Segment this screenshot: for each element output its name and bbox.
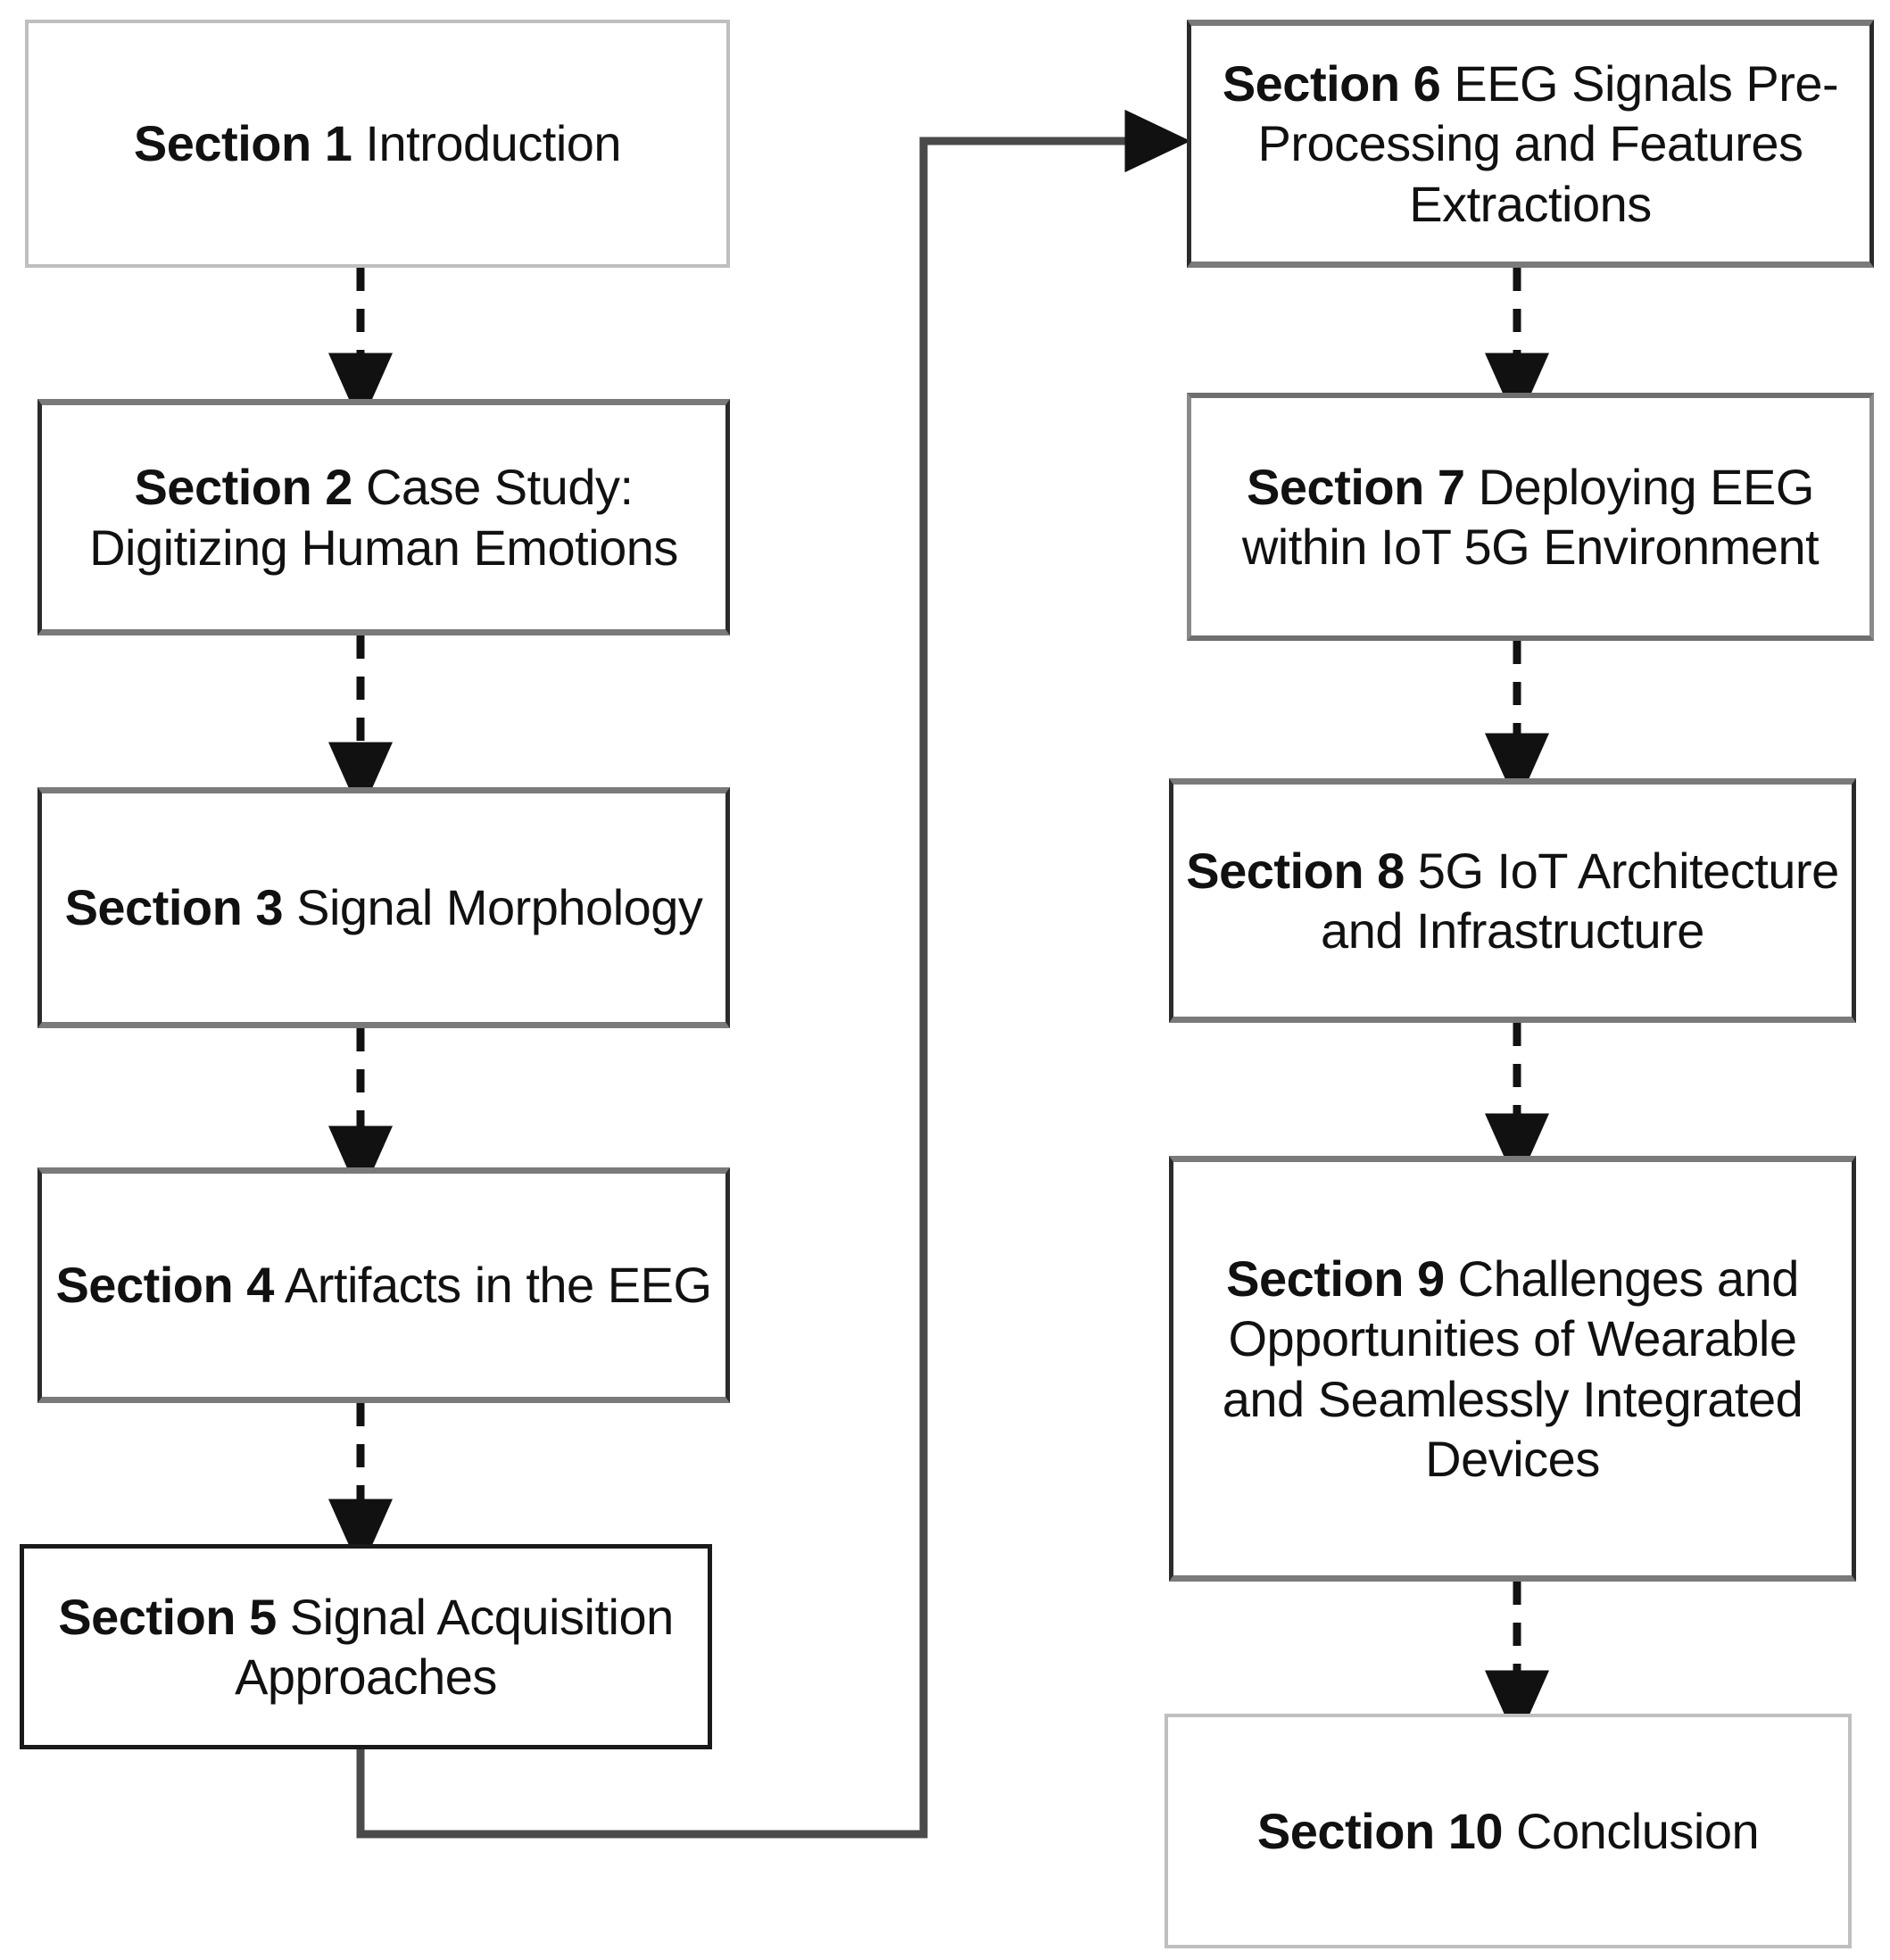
node-section-7-label: Section 7 Deploying EEG within IoT 5G En… [1204, 457, 1857, 577]
node-section-1-label: Section 1 Introduction [41, 113, 714, 173]
node-section-4-rest: Artifacts in the EEG [273, 1257, 712, 1314]
node-section-8-bold: Section 8 [1186, 842, 1405, 899]
node-section-6-bold: Section 6 [1222, 55, 1441, 112]
node-section-8-label: Section 8 5G IoT Architecture and Infras… [1186, 841, 1839, 960]
node-section-7-bold: Section 7 [1247, 458, 1465, 515]
node-section-7[interactable]: Section 7 Deploying EEG within IoT 5G En… [1187, 393, 1874, 641]
node-section-3-rest: Signal Morphology [283, 879, 703, 936]
node-section-6-label: Section 6 EEG Signals Pre-Processing and… [1204, 54, 1857, 234]
node-section-1-rest: Introduction [352, 115, 622, 172]
node-section-3-label: Section 3 Signal Morphology [54, 877, 713, 937]
node-section-1-bold: Section 1 [133, 115, 352, 172]
node-section-4[interactable]: Section 4 Artifacts in the EEG [37, 1167, 730, 1403]
node-section-5[interactable]: Section 5 Signal Acquisition Approaches [20, 1544, 712, 1749]
node-section-5-label: Section 5 Signal Acquisition Approaches [37, 1587, 695, 1707]
node-section-2-label: Section 2 Case Study: Digitizing Human E… [54, 457, 713, 577]
node-section-5-rest: Signal Acquisition Approaches [235, 1588, 674, 1705]
node-section-2[interactable]: Section 2 Case Study: Digitizing Human E… [37, 399, 730, 635]
node-section-10-label: Section 10 Conclusion [1181, 1801, 1836, 1861]
node-section-7-rest: Deploying EEG within IoT 5G Environment [1241, 458, 1820, 575]
node-section-10-bold: Section 10 [1256, 1802, 1504, 1859]
node-section-3-bold: Section 3 [64, 879, 284, 936]
node-section-9-bold: Section 9 [1226, 1250, 1445, 1308]
node-section-2-bold: Section 2 [134, 459, 352, 516]
node-section-9[interactable]: Section 9 Challenges and Opportunities o… [1169, 1156, 1856, 1582]
node-section-2-rest: Case Study: Digitizing Human Emotions [89, 459, 678, 576]
node-section-9-label: Section 9 Challenges and Opportunities o… [1186, 1249, 1839, 1489]
node-section-10[interactable]: Section 10 Conclusion [1165, 1714, 1852, 1948]
node-section-5-bold: Section 5 [58, 1588, 277, 1645]
node-section-4-label: Section 4 Artifacts in the EEG [54, 1255, 713, 1315]
node-section-9-rest: Challenges and Opportunities of Wearable… [1222, 1250, 1803, 1487]
node-section-4-bold: Section 4 [55, 1257, 274, 1314]
node-section-8-rest: 5G IoT Architecture and Infrastructure [1321, 842, 1839, 959]
node-section-8[interactable]: Section 8 5G IoT Architecture and Infras… [1169, 778, 1856, 1023]
node-section-6-rest: EEG Signals Pre-Processing and Features … [1257, 55, 1839, 232]
node-section-1[interactable]: Section 1 Introduction [25, 20, 730, 268]
node-section-6[interactable]: Section 6 EEG Signals Pre-Processing and… [1187, 20, 1874, 268]
node-section-3[interactable]: Section 3 Signal Morphology [37, 787, 730, 1028]
node-section-10-rest: Conclusion [1503, 1802, 1760, 1859]
